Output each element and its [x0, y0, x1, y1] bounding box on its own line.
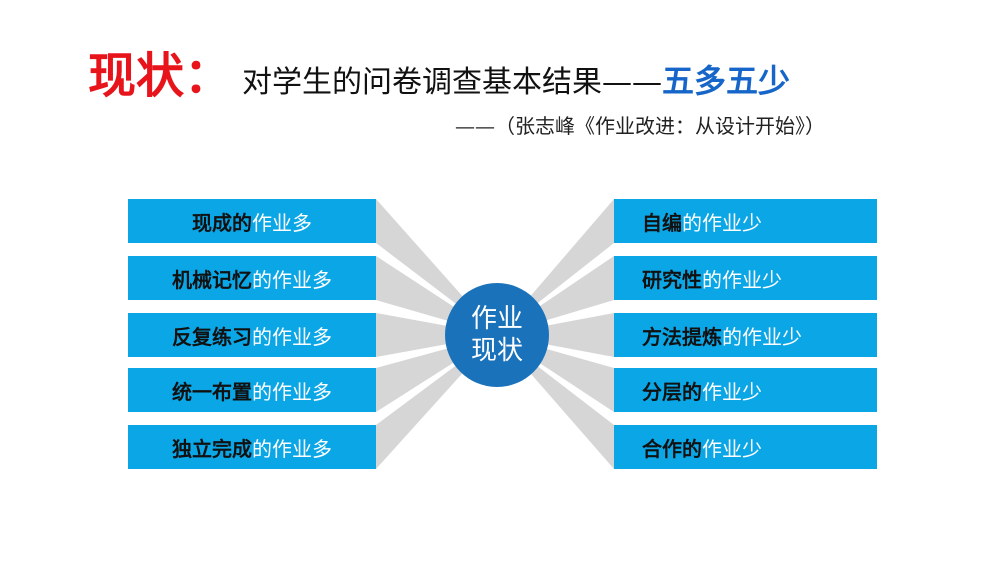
right-item-box: 分层的作业少 — [614, 368, 877, 412]
item-rest-text: 的作业多 — [252, 324, 332, 349]
item-rest-text: 的作业多 — [252, 379, 332, 404]
item-rest-text: 作业少 — [702, 436, 762, 461]
item-rest-text: 作业多 — [252, 210, 312, 235]
right-item-box: 方法提炼的作业少 — [614, 313, 877, 357]
item-bold-text: 分层的 — [642, 379, 702, 404]
item-rest-text: 的作业少 — [682, 210, 762, 235]
item-rest-text: 的作业多 — [252, 267, 332, 292]
left-item-box: 机械记忆的作业多 — [128, 256, 376, 300]
title-main: 对学生的问卷调查基本结果—— — [242, 65, 663, 100]
item-bold-text: 机械记忆 — [172, 267, 252, 292]
right-item-box: 自编的作业少 — [614, 199, 877, 243]
item-rest-text: 的作业少 — [702, 267, 782, 292]
left-item-box: 现成的作业多 — [128, 199, 376, 243]
left-item-box: 反复练习的作业多 — [128, 313, 376, 357]
right-item-box: 合作的作业少 — [614, 425, 877, 469]
item-rest-text: 作业少 — [702, 379, 762, 404]
item-bold-text: 反复练习 — [172, 324, 252, 349]
connector-wedge — [376, 313, 497, 357]
item-bold-text: 现成的 — [192, 210, 252, 235]
center-label-line2: 现状 — [470, 336, 523, 366]
connector-wedge — [497, 313, 614, 357]
center-label-line1: 作业 — [470, 304, 523, 334]
subtitle-citation: ——（张志峰《作业改进：从设计开始》） — [455, 114, 825, 138]
item-bold-text: 研究性 — [642, 267, 702, 292]
item-rest-text: 的作业多 — [252, 436, 332, 461]
item-bold-text: 方法提炼 — [642, 324, 722, 349]
center-circle: 作业 现状 — [445, 283, 549, 387]
left-item-box: 统一布置的作业多 — [128, 368, 376, 412]
item-bold-text: 自编 — [642, 210, 682, 235]
title-highlight: 五多五少 — [662, 62, 791, 100]
title-prefix: 现状： — [88, 48, 233, 104]
left-item-box: 独立完成的作业多 — [128, 425, 376, 469]
item-rest-text: 的作业少 — [722, 324, 802, 349]
right-item-box: 研究性的作业少 — [614, 256, 877, 300]
item-bold-text: 合作的 — [642, 436, 702, 461]
item-bold-text: 统一布置 — [172, 379, 252, 404]
item-bold-text: 独立完成 — [172, 436, 252, 461]
slide-title: 现状： 对学生的问卷调查基本结果——五多五少 — [88, 36, 790, 106]
